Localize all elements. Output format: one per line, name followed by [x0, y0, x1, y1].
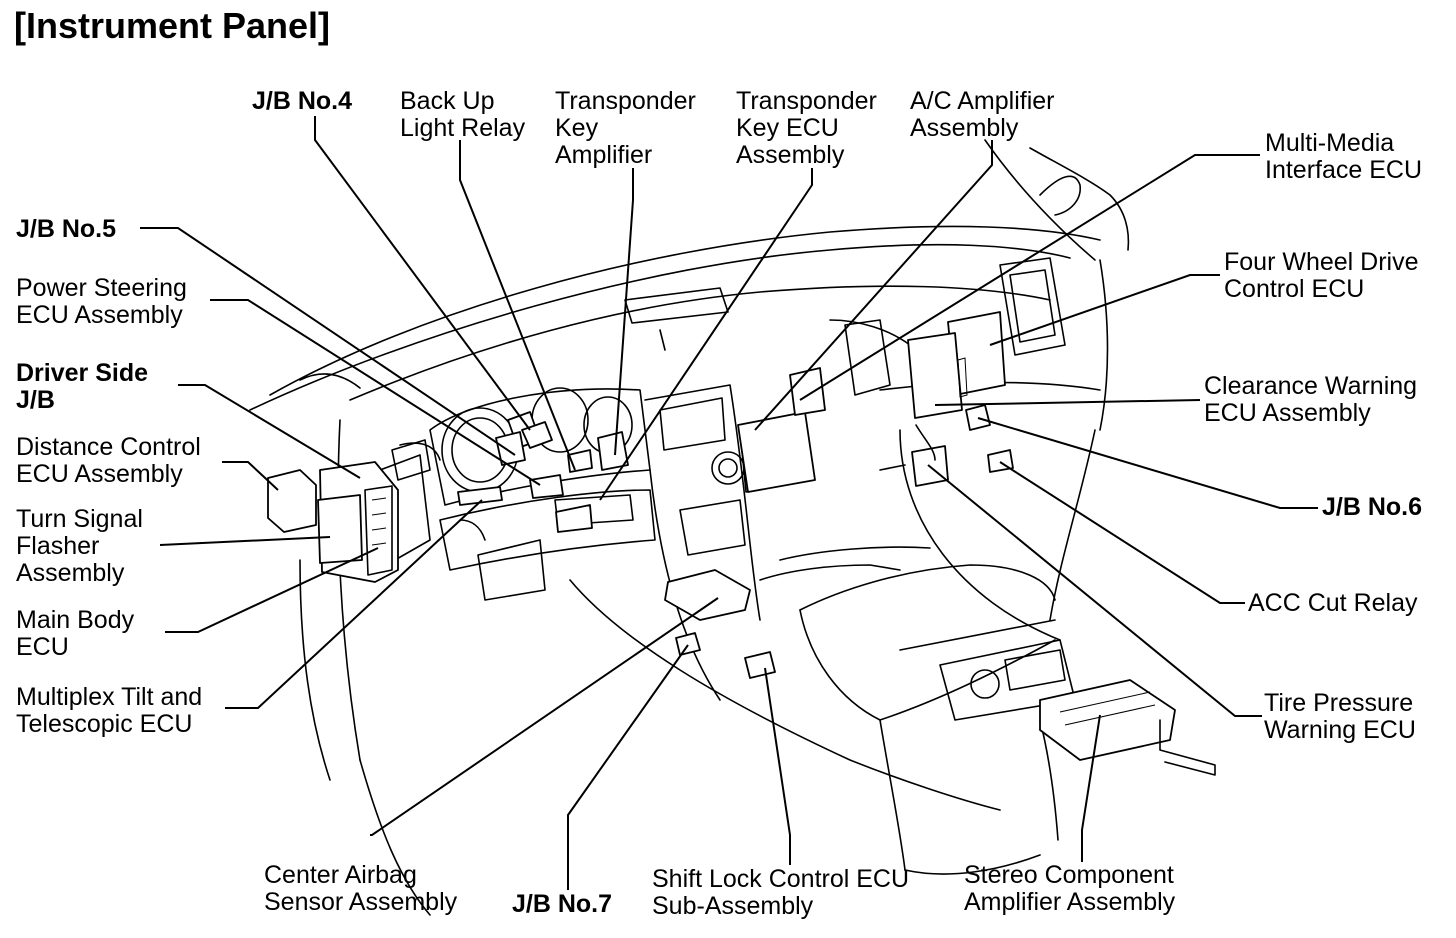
leader-dce — [222, 461, 279, 491]
label-shift-lock-control-ecu: Shift Lock Control ECU Sub-Assembly — [652, 865, 910, 920]
label-multiplex-tilt-telescopic-ecu: Multiplex Tilt and Telescopic ECU — [16, 683, 203, 738]
label-transponder-key-amplifier: Transponder Key Amplifier — [555, 87, 696, 169]
label-four-wheel-drive-control-ecu: Four Wheel Drive Control ECU — [1224, 248, 1419, 303]
label-power-steering-ecu-assembly: Power Steering ECU Assembly — [16, 274, 187, 329]
label-back-up-light-relay: Back Up Light Relay — [400, 87, 526, 142]
label-multi-media-interface-ecu: Multi-Media Interface ECU — [1265, 129, 1423, 184]
components — [267, 311, 1216, 776]
label-driver-side-jb: Driver Side J/B — [16, 359, 149, 414]
page-title: [Instrument Panel] — [14, 5, 331, 46]
label-main-body-ecu: Main Body ECU — [16, 606, 135, 661]
leader-cas — [370, 597, 719, 836]
leader-jb6 — [977, 417, 1318, 509]
label-clearance-warning-ecu-assembly: Clearance Warning ECU Assembly — [1204, 372, 1418, 427]
label-jb-no4: J/B No.4 — [252, 87, 353, 115]
leader-slc — [764, 667, 791, 865]
leader-mtt — [225, 499, 483, 709]
leader-tke — [599, 168, 813, 501]
label-stereo-component-amplifier-assembly: Stereo Component Amplifier Assembly — [964, 861, 1176, 916]
leader-backup — [459, 140, 576, 471]
label-center-airbag-sensor-assembly: Center Airbag Sensor Assembly — [264, 861, 458, 916]
label-transponder-key-ecu-assembly: Transponder Key ECU Assembly — [736, 87, 877, 169]
label-jb-no6: J/B No.6 — [1322, 493, 1423, 521]
leader-fwd — [989, 274, 1220, 346]
leader-tpw — [927, 464, 1262, 717]
leader-dsjb — [178, 384, 361, 479]
leader-jb5 — [140, 227, 516, 456]
leader-jb7 — [567, 644, 689, 890]
label-tire-pressure-warning-ecu: Tire Pressure Warning ECU — [1264, 689, 1416, 744]
leader-pse — [210, 299, 541, 486]
label-turn-signal-flasher-assembly: Turn Signal Flasher Assembly — [16, 505, 143, 587]
leader-lines — [140, 116, 1318, 890]
label-jb-no5: J/B No.5 — [16, 215, 117, 243]
leader-sca — [1081, 714, 1101, 862]
leader-jb4 — [314, 116, 531, 431]
label-ac-amplifier-assembly: A/C Amplifier Assembly — [910, 87, 1055, 142]
leader-cwe — [934, 399, 1201, 406]
label-jb-no7: J/B No.7 — [512, 890, 613, 918]
leader-mbe — [165, 547, 379, 633]
leader-tsf — [159, 536, 331, 546]
leader-mmi — [799, 154, 1260, 401]
leader-acc — [999, 461, 1245, 604]
leader-aca — [754, 140, 993, 431]
label-distance-control-ecu-assembly: Distance Control ECU Assembly — [16, 433, 201, 488]
leader-tka — [614, 168, 634, 456]
label-acc-cut-relay: ACC Cut Relay — [1248, 589, 1418, 617]
